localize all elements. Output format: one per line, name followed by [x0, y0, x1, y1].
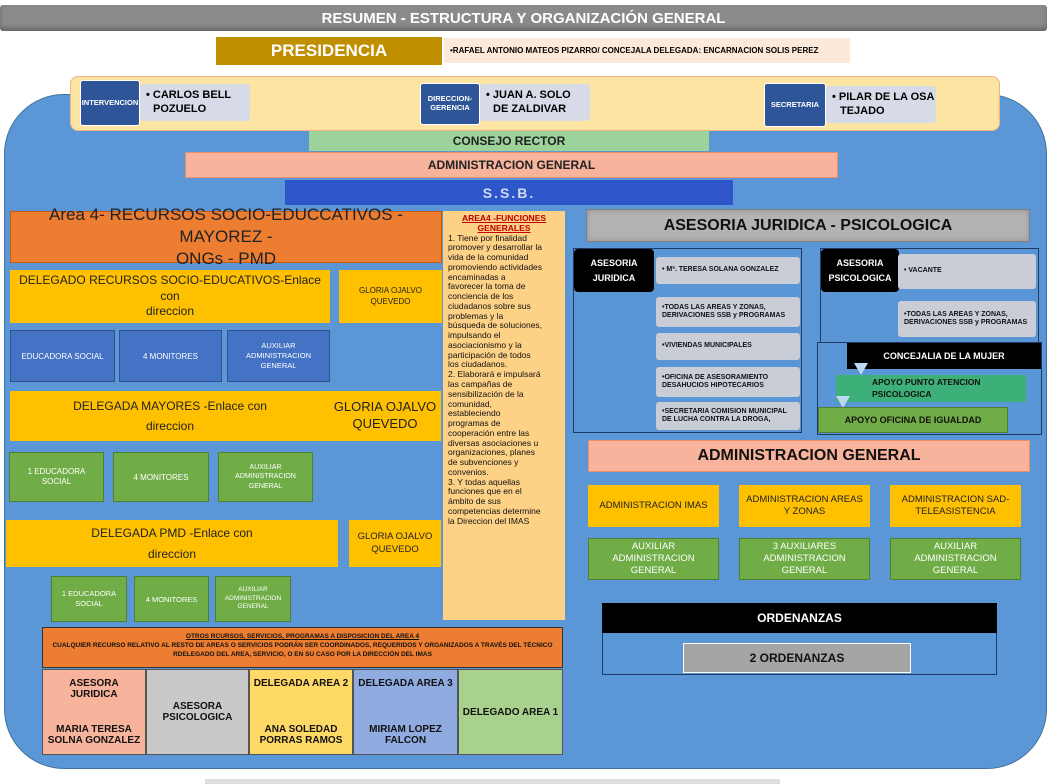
funciones-line: convenios. — [448, 466, 489, 477]
administracion-general-top: ADMINISTRACION GENERAL — [185, 152, 838, 178]
pmd-monitores: 4 MONITORES — [134, 576, 209, 622]
funciones-line: competencias determine — [448, 505, 541, 516]
funciones-line: comunidad, — [448, 398, 492, 409]
funciones-line: conciencia de los — [448, 291, 514, 302]
funciones-line: los ciudadanos. — [448, 359, 508, 370]
cell-asesora-psicologica: ASESORA PSICOLOGICA — [146, 669, 249, 755]
direccion-gerencia-box: DIRECCION-GERENCIA — [420, 83, 480, 125]
delegado-recursos: DELEGADO RECURSOS SOCIO-EDUCATIVOS-Enlac… — [10, 270, 330, 323]
funciones-line: organizaciones, planes — [448, 447, 535, 458]
juridica-item-1: •TODAS LAS AREAS Y ZONAS,DERIVACIONES SS… — [656, 297, 800, 327]
funciones-line: impulsando el — [448, 330, 501, 341]
funciones-line: ciudadanos sobre sus — [448, 300, 531, 311]
ordenanzas-value: 2 ORDENANZAS — [683, 643, 911, 673]
admin-sad-teleasistencia: ADMINISTRACION SAD-TELEASISTENCIA — [890, 485, 1021, 527]
cell-delegado-area-1: DELEGADO AREA 1 — [458, 669, 563, 755]
asesoria-title: ASESORIA JURIDICA - PSICOLOGICA — [586, 209, 1030, 242]
funciones-line: estableciendo — [448, 408, 501, 419]
mayores-monitores: 4 MONITORES — [113, 452, 209, 502]
intervencion-box: INTERVENCION — [80, 80, 140, 126]
presidencia-box: PRESIDENCIA — [216, 37, 442, 65]
juridica-item-2: •VIVIENDAS MUNICIPALES — [656, 333, 800, 360]
apoyo-oficina-igualdad: APOYO OFICINA DE IGUALDAD — [818, 407, 1008, 433]
funciones-line: participación de todos — [448, 349, 531, 360]
presidencia-names: •RAFAEL ANTONIO MATEOS PIZARRO/ CONCEJAL… — [444, 38, 850, 63]
monitores: 4 MONITORES — [119, 330, 222, 382]
area4-title: Area 4- RECURSOS SOCIO-EDUCCATIVOS - MAY… — [10, 205, 442, 268]
ssb-banner: S.S.B. — [285, 180, 733, 205]
funciones-line: ámbito de sus — [448, 496, 501, 507]
psicologica-name: • VACANTE — [898, 254, 1036, 289]
funciones-line: de subvenciones y — [448, 457, 519, 468]
juridica-name: • Mª. TERESA SOLANA GONZALEZ — [656, 257, 800, 284]
bottom-divider — [205, 779, 780, 784]
funciones-line: búsqueda de soluciones, — [448, 320, 543, 331]
otros-recursos: OTROS RCURSOS, SERVICIOS, PROGRAMAS A DI… — [42, 627, 563, 668]
funciones-line: promoviendo actividades — [448, 261, 543, 272]
funciones-line: la Direccion del IMAS — [448, 515, 530, 526]
funciones-line: 2. Elaborará e impulsará — [448, 369, 541, 380]
funciones-line: funciones que en el — [448, 486, 522, 497]
funciones-line: promover y desarrollar la — [448, 242, 543, 253]
page-title: RESUMEN - ESTRUCTURA Y ORGANIZACIÓN GENE… — [0, 5, 1047, 31]
funciones-line: asociacionismo y la — [448, 339, 522, 350]
ordenanzas-title: ORDENANZAS — [602, 603, 997, 633]
funciones-line: 3. Y todas aquellas — [448, 476, 520, 487]
secretaria-box: SECRETARIA — [764, 83, 826, 127]
funciones-line: las campañas de — [448, 379, 513, 390]
funciones-line: 1. Tiene por finalidad — [448, 232, 527, 243]
admin-imas: ADMINISTRACION IMAS — [588, 485, 719, 527]
funciones-line: programas de — [448, 418, 501, 429]
concejalia-mujer: CONCEJALIA DE LA MUJER — [847, 343, 1041, 369]
psicologica-item: •TODAS LAS AREAS Y ZONAS,DERIVACIONES SS… — [898, 301, 1036, 337]
area4-funciones: AREA4 -FUNCIONES GENERALES 1. Tiene por … — [443, 211, 565, 620]
funciones-line: cooperación entre las — [448, 427, 530, 438]
funciones-line: diversas asociaciones u — [448, 437, 539, 448]
arrow-down-icon — [836, 396, 850, 408]
funciones-line: sensibilización de la — [448, 388, 524, 399]
educadora-social: EDUCADORA SOCIAL — [10, 330, 115, 382]
funciones-line: favorecer la toma de — [448, 281, 526, 292]
funciones-line: encaminadas a — [448, 271, 506, 282]
consejo-rector: CONSEJO RECTOR — [309, 131, 709, 151]
funciones-line: vida de la comunidad — [448, 252, 529, 263]
administracion-general-title: ADMINISTRACION GENERAL — [588, 440, 1030, 472]
arrow-down-icon — [854, 363, 868, 375]
funciones-line: problemas y la — [448, 310, 504, 321]
